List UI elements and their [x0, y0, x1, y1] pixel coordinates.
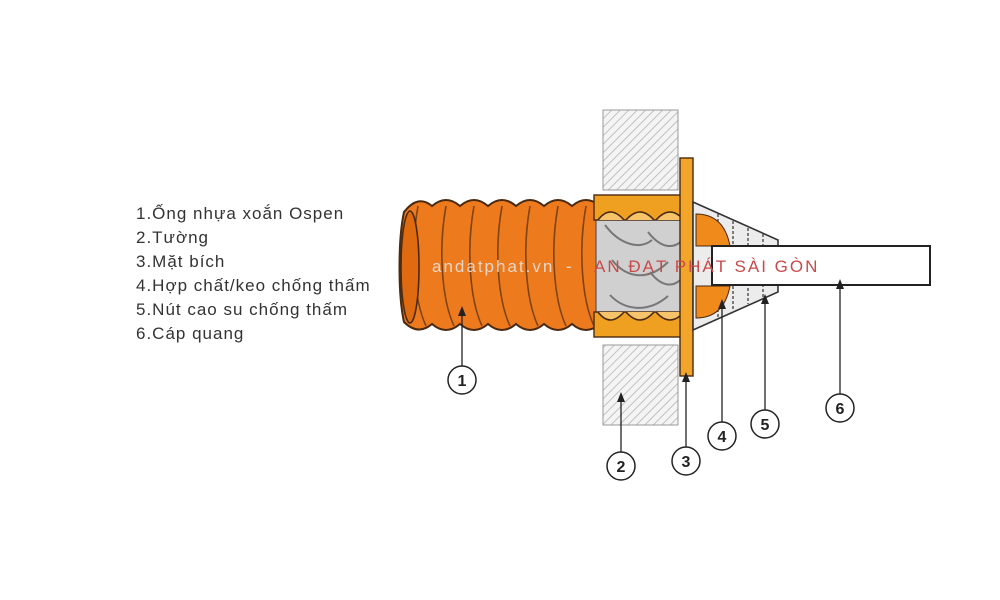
wall-lower-block	[602, 344, 679, 426]
pipe-interior-section	[595, 219, 691, 313]
callout-5: 5	[750, 409, 780, 439]
pipe-body	[398, 199, 601, 331]
callout-3: 3	[671, 446, 701, 476]
legend-item-sealant: 4.Hợp chất/keo chống thấm	[136, 276, 371, 295]
callout-2: 2	[606, 451, 636, 481]
callout-4: 4	[707, 421, 737, 451]
legend: 1.Ống nhựa xoắn Ospen 2.Tường 3.Mặt bích…	[136, 202, 371, 346]
legend-item-flange: 3.Mặt bích	[136, 252, 226, 271]
wall-upper-block	[602, 109, 679, 191]
watermark-site: andatphat.vn	[432, 257, 554, 276]
callout-4-number: 4	[718, 429, 727, 446]
fiber-optic-cable	[711, 245, 931, 286]
corrugated-pipe	[398, 199, 601, 331]
legend-item-fiber-cable: 6.Cáp quang	[136, 324, 245, 343]
leader-lines	[461, 285, 841, 452]
callout-6-number: 6	[836, 401, 845, 418]
legend-item-rubber-plug: 5.Nút cao su chống thấm	[136, 300, 349, 319]
callout-6: 6	[825, 393, 855, 423]
watermark-brand: AN ĐẠT PHÁT SÀI GÒN	[594, 257, 819, 276]
sealant-compound	[593, 194, 687, 338]
wall	[602, 109, 679, 426]
pipe-open-end	[400, 210, 420, 324]
callout-3-number: 3	[682, 454, 691, 471]
callout-5-number: 5	[761, 417, 770, 434]
callout-1: 1	[447, 365, 477, 395]
watermark-separator: -	[566, 257, 574, 276]
callout-1-number: 1	[458, 373, 467, 390]
legend-item-pipe: 1.Ống nhựa xoắn Ospen	[136, 204, 345, 223]
legend-item-wall: 2.Tường	[136, 228, 209, 247]
callout-2-number: 2	[617, 459, 626, 476]
